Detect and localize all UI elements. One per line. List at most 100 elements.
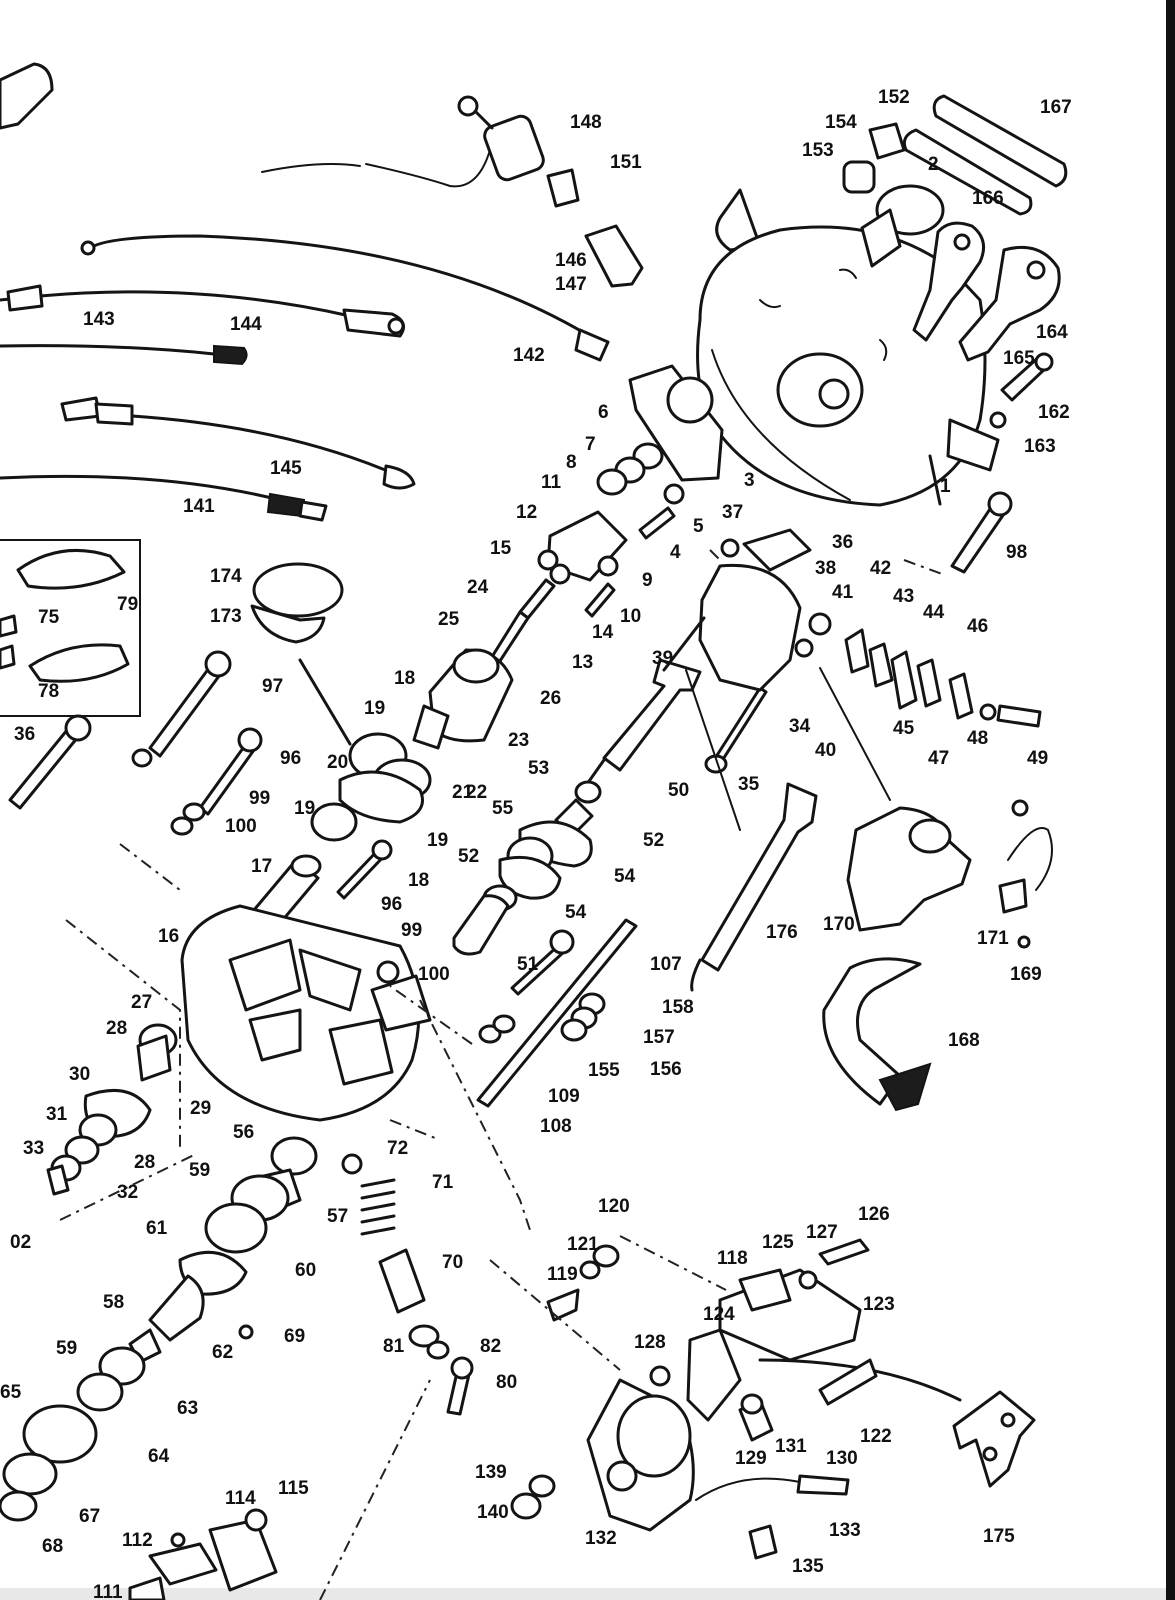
part-label-50: 50 [668, 780, 689, 801]
part-label-28: 28 [106, 1018, 127, 1039]
housing-assembly [696, 94, 1068, 574]
part-label-120: 120 [598, 1196, 630, 1217]
part-label-8: 8 [566, 452, 577, 473]
detail-inset-box [0, 539, 141, 717]
part-label-71: 71 [432, 1172, 454, 1193]
part-label-152: 152 [878, 87, 910, 108]
part-label-39: 39 [652, 648, 673, 669]
part-label-109: 109 [548, 1086, 580, 1107]
part-label-41: 41 [832, 582, 854, 603]
part-label-36: 36 [14, 724, 35, 745]
part-label-63: 63 [177, 1398, 198, 1419]
part-label-22: 22 [466, 782, 487, 803]
part-label-141: 141 [183, 496, 215, 517]
part-label-15: 15 [490, 538, 512, 559]
part-label-171: 171 [977, 928, 1009, 949]
part-label-23: 23 [508, 730, 529, 751]
part-label-143: 143 [83, 309, 115, 330]
part-label-82: 82 [480, 1336, 501, 1357]
part-label-142: 142 [513, 345, 545, 366]
part-label-18: 18 [408, 870, 429, 891]
contact-group [662, 528, 1042, 801]
lower-left-stack [0, 1023, 318, 1522]
part-label-146: 146 [555, 250, 587, 271]
part-label-7: 7 [585, 434, 596, 455]
part-label-61: 61 [146, 1218, 168, 1239]
part-label-21: 21 [452, 782, 474, 803]
part-label-54: 54 [565, 902, 587, 923]
part-label-156: 156 [650, 1059, 682, 1080]
part-label-75: 75 [38, 607, 60, 628]
part-label-67: 67 [79, 1506, 100, 1527]
part-label-14: 14 [592, 622, 614, 643]
part-label-115: 115 [278, 1478, 309, 1499]
part-label-19: 19 [427, 830, 448, 851]
part-label-167: 167 [1040, 97, 1072, 118]
part-label-68: 68 [42, 1536, 63, 1557]
part-label-65: 65 [0, 1382, 22, 1403]
part-label-64: 64 [148, 1446, 170, 1467]
part-label-57: 57 [327, 1206, 348, 1227]
part-label-114: 114 [225, 1488, 256, 1509]
part-label-40: 40 [815, 740, 836, 761]
part-label-53: 53 [528, 758, 549, 779]
part-label-5: 5 [693, 516, 704, 537]
part-label-44: 44 [923, 602, 945, 623]
part-label-72: 72 [387, 1138, 408, 1159]
part-label-127: 127 [806, 1222, 838, 1243]
part-label-129: 129 [735, 1448, 767, 1469]
bottom-left-fragment [128, 1508, 278, 1600]
part-label-130: 130 [826, 1448, 858, 1469]
spring-plunger-group [341, 1153, 474, 1416]
part-label-42: 42 [870, 558, 891, 579]
part-label-60: 60 [295, 1260, 316, 1281]
part-label-19: 19 [364, 698, 385, 719]
part-label-122: 122 [860, 1426, 892, 1447]
part-label-124: 124 [703, 1304, 735, 1325]
part-label-169: 169 [1010, 964, 1042, 985]
part-label-43: 43 [893, 586, 914, 607]
part-label-48: 48 [967, 728, 988, 749]
part-label-111: 111 [93, 1582, 123, 1600]
part-label-145: 145 [270, 458, 302, 479]
part-label-16: 16 [158, 926, 179, 947]
part-label-78: 78 [38, 681, 59, 702]
part-label-151: 151 [610, 152, 642, 173]
part-label-153: 153 [802, 140, 834, 161]
part-label-165: 165 [1003, 348, 1035, 369]
part-label-18: 18 [394, 668, 415, 689]
part-label-98: 98 [1006, 542, 1027, 563]
part-label-47: 47 [928, 748, 949, 769]
part-label-24: 24 [467, 577, 489, 598]
part-label-62: 62 [212, 1342, 233, 1363]
part-label-12: 12 [516, 502, 537, 523]
part-label-155: 155 [588, 1060, 620, 1081]
part-label-97: 97 [262, 676, 283, 697]
part-label-175: 175 [983, 1526, 1015, 1547]
part-label-168: 168 [948, 1030, 980, 1051]
part-label-32: 32 [117, 1182, 138, 1203]
part-label-164: 164 [1036, 322, 1068, 343]
assembly-guide-lines [59, 549, 943, 1600]
part-label-6: 6 [598, 402, 609, 423]
part-label-100: 100 [225, 816, 257, 837]
part-label-162: 162 [1038, 402, 1070, 423]
part-label-49: 49 [1027, 748, 1048, 769]
part-label-100: 100 [418, 964, 450, 985]
part-label-1: 1 [940, 476, 951, 497]
part-label-154: 154 [825, 112, 857, 133]
part-label-36: 36 [832, 532, 853, 553]
bottom-right-assembly [510, 1238, 1036, 1560]
part-label-173: 173 [210, 606, 242, 627]
part-label-166: 166 [972, 188, 1004, 209]
part-label-128: 128 [634, 1332, 666, 1353]
part-label-96: 96 [280, 748, 301, 769]
part-label-170: 170 [823, 914, 855, 935]
part-label-144: 144 [230, 314, 262, 335]
part-label-38: 38 [815, 558, 836, 579]
shaft-stack-50 [452, 658, 818, 992]
part-label-96: 96 [381, 894, 402, 915]
cable-assemblies [0, 62, 644, 522]
part-label-4: 4 [670, 542, 681, 563]
part-label-54: 54 [614, 866, 636, 887]
